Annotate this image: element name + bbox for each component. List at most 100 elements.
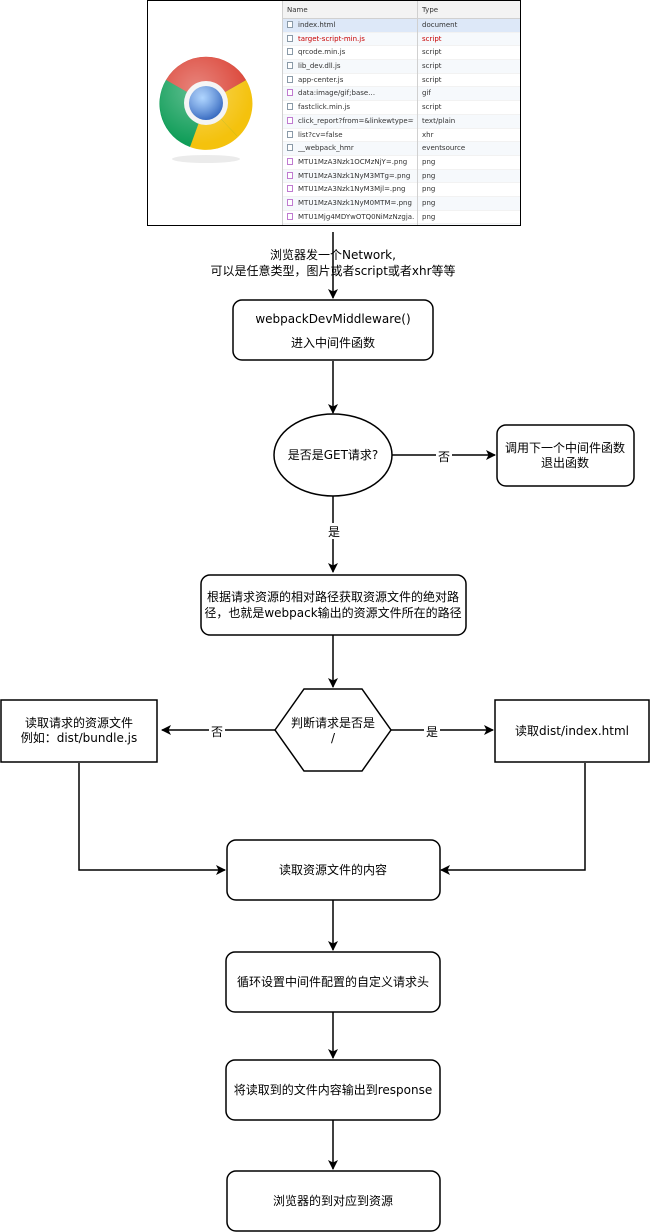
middleware-line1: webpackDevMiddleware() (255, 312, 410, 326)
is-root-line2: / (331, 731, 336, 745)
start-label-line1: 浏览器发一个Network, (270, 247, 396, 262)
start-label-line2: 可以是任意类型，图片或者script或者xhr等等 (210, 263, 455, 278)
document-file-icon (287, 130, 293, 138)
read-index-label: 读取dist/index.html (515, 724, 629, 738)
network-row-name: MTU1MzA3Nzk1NyM3MTg=.png (298, 171, 411, 180)
middleware-line2: 进入中间件函数 (291, 335, 375, 350)
node-is-root (274, 688, 392, 772)
network-row-type: text/plain (422, 116, 456, 125)
image-file-icon (287, 198, 293, 206)
network-row-name: MTU1Mjg4MDYwOTQ0NiMzNzgja… (298, 212, 414, 221)
read-content-label: 读取资源文件的内容 (279, 862, 387, 877)
script-file-icon (287, 48, 293, 56)
edge-label-yes-get: 是 (328, 525, 340, 539)
network-row-type: script (422, 34, 442, 43)
image-file-icon (287, 185, 293, 193)
network-row-type: script (422, 75, 442, 84)
edge-label-no-root: 否 (211, 725, 223, 739)
node-middleware (232, 299, 434, 361)
read-requested-line1: 读取请求的资源文件 (25, 715, 133, 730)
network-row-name: app-center.js (298, 75, 344, 84)
node-browser-receives (226, 1170, 441, 1232)
next-middleware-line2: 退出函数 (541, 455, 589, 470)
node-is-get (273, 413, 393, 497)
image-file-icon (287, 89, 293, 97)
network-row-name: data:image/gif;base… (298, 89, 376, 98)
network-row[interactable]: favicon.icox-icon (283, 224, 520, 225)
network-row-name: target-script-min.js (298, 34, 365, 43)
network-row-type: png (422, 171, 436, 180)
network-row-name: MTU1MzA3Nzk1NyM3Mjl=.png (298, 185, 406, 194)
network-row-name: index.html (298, 21, 336, 29)
network-row[interactable]: click_report?from=&linkewtype=we… text/pl… (283, 114, 520, 129)
network-row-type: png (422, 157, 436, 166)
image-file-icon (287, 157, 293, 165)
network-row-type: gif (422, 89, 431, 98)
network-row[interactable]: MTU1MzA3Nzk1NyM3MTg=.png png (283, 169, 520, 184)
network-row-name: MTU1MzA3Nzk1NyM0MTM=.png (298, 198, 412, 207)
network-row-name: qrcode.min.js (298, 48, 346, 57)
network-row-name: list?cv=false (298, 130, 343, 139)
network-table: Name Type index.html document target-scrip… (282, 1, 520, 225)
network-row-type: script (422, 48, 442, 57)
node-output-response (225, 1059, 441, 1121)
network-row-type: script (422, 103, 442, 112)
network-row[interactable]: __webpack_hmr eventsource (283, 142, 520, 156)
column-type-header: Type (422, 6, 439, 14)
network-row[interactable]: lib_dev.dll.js script (283, 60, 520, 74)
network-row-type: script (422, 62, 442, 71)
network-row-type: png (422, 212, 436, 221)
network-row-type: eventsource (422, 144, 466, 153)
is-get-label: 是否是GET请求? (288, 448, 379, 462)
network-row[interactable]: list?cv=false xhr (283, 129, 520, 143)
network-row[interactable]: qrcode.min.js script (283, 46, 520, 61)
edge-index-to-content (440, 763, 586, 875)
image-file-icon (287, 116, 293, 124)
network-row-type: document (422, 21, 458, 29)
network-row[interactable]: index.html document (283, 19, 520, 33)
network-row[interactable]: MTU1MzA3Nzk1NyM3Mjl=.png png (283, 183, 520, 197)
node-read-content (226, 839, 441, 901)
network-row[interactable]: target-script-min.js script (283, 32, 520, 47)
edge-requested-to-content (78, 763, 226, 875)
read-requested-line2: 例如：dist/bundle.js (21, 730, 138, 745)
network-row-name: MTU1MzA3Nzk1OCMzNjY=.png (298, 157, 408, 166)
browser-receives-label: 浏览器的到对应到资源 (273, 1193, 393, 1208)
image-file-icon (287, 212, 293, 220)
next-middleware-line1: 调用下一个中间件函数 (505, 440, 625, 455)
network-row[interactable]: data:image/gif;base… gif (283, 87, 520, 102)
document-file-icon (287, 144, 293, 152)
column-divider (417, 1, 418, 225)
node-resolve-path (200, 574, 467, 636)
network-screenshot: Name Type index.html document target-scrip… (147, 0, 521, 226)
network-row[interactable]: MTU1Mjg4MDYwOTQ0NiMzNzgja… png (283, 211, 520, 225)
network-row[interactable]: MTU1MzA3Nzk1OCMzNjY=.png png (283, 156, 520, 170)
network-row-type: png (422, 185, 436, 194)
network-row-name: fastclick.min.js (298, 103, 351, 112)
is-root-line1: 判断请求是否是 (291, 715, 375, 730)
script-file-icon (287, 75, 293, 83)
script-file-icon (287, 62, 293, 70)
node-read-requested (0, 699, 158, 763)
network-row-type: xhr (422, 130, 434, 139)
network-row-name: __webpack_hmr (298, 144, 354, 153)
network-row[interactable]: MTU1MzA3Nzk1NyM0MTM=.png png (283, 196, 520, 211)
network-row-name: click_report?from=&linkewtype=we… (298, 116, 414, 125)
resolve-path-line2: 径，也就是webpack输出的资源文件所在的路径 (204, 605, 461, 620)
script-file-icon (287, 103, 293, 111)
network-row-type: png (422, 198, 436, 207)
chrome-logo-icon (159, 56, 253, 163)
network-row[interactable]: fastclick.min.js script (283, 101, 520, 115)
column-name-header: Name (287, 6, 308, 14)
set-headers-label: 循环设置中间件配置的自定义请求头 (237, 974, 429, 989)
edge-label-yes-root: 是 (426, 725, 438, 739)
node-read-index (494, 699, 650, 763)
node-next-middleware (496, 424, 635, 487)
network-table-header: Name Type (283, 1, 520, 19)
node-set-headers (225, 951, 441, 1013)
document-file-icon (287, 21, 293, 28)
network-row-name: lib_dev.dll.js (298, 62, 341, 71)
network-rows: index.html document target-script-min.js sc… (283, 19, 520, 225)
network-row[interactable]: app-center.js script (283, 74, 520, 88)
